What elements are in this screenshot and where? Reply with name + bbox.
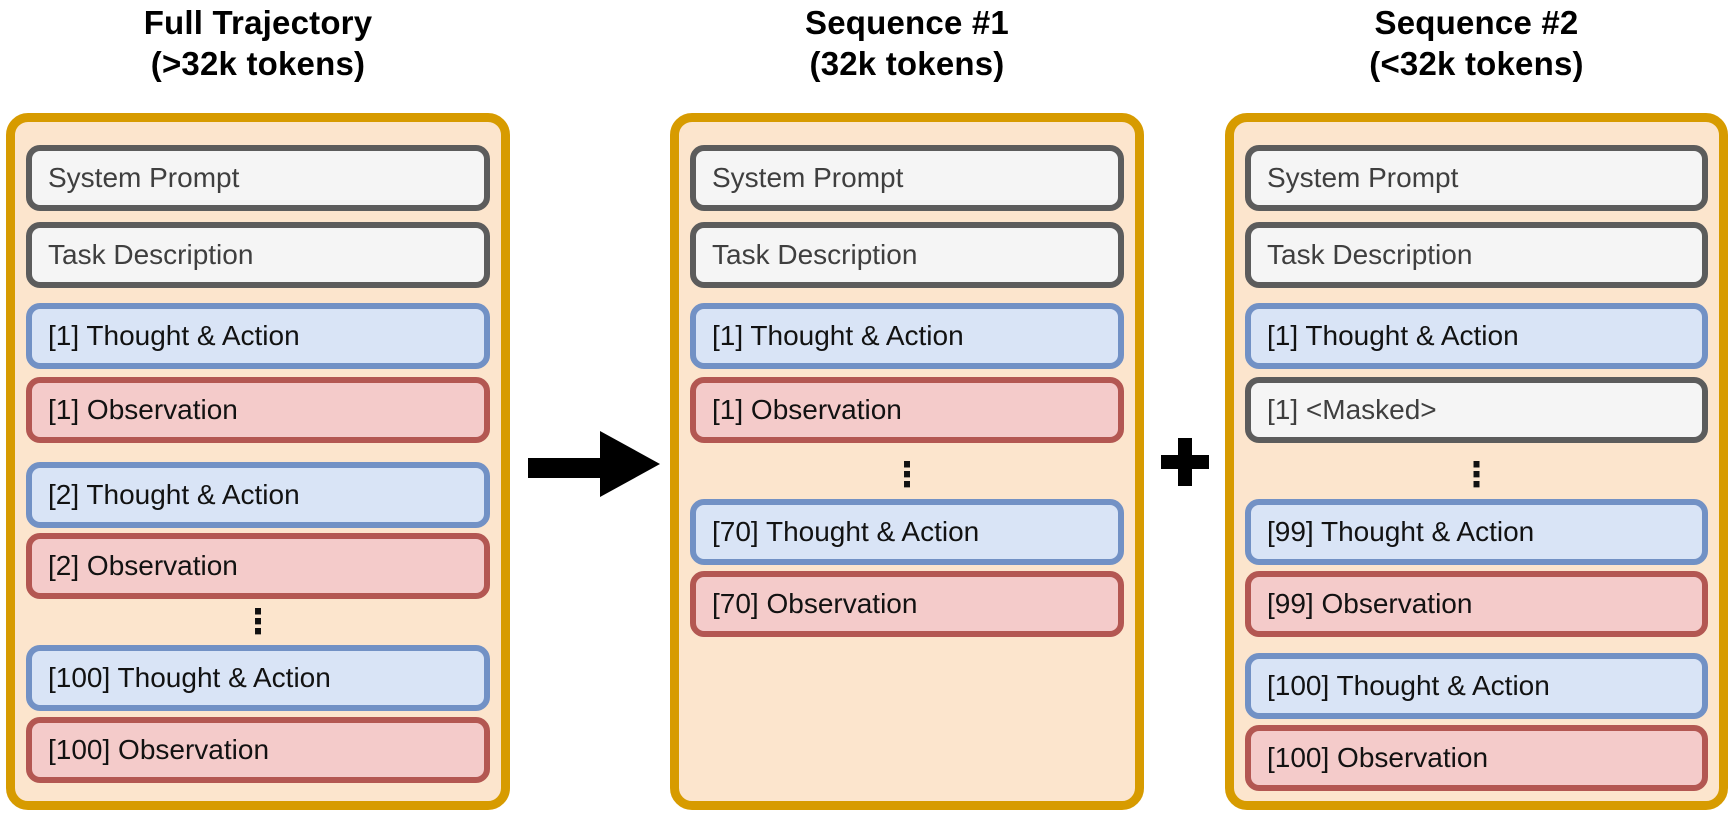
title-line1: Full Trajectory: [143, 4, 373, 41]
title-line1: Sequence #1: [805, 4, 1009, 41]
box-thought-action-1: [1] Thought & Action: [26, 303, 490, 369]
box-system-prompt: System Prompt: [1245, 145, 1708, 211]
arrow-right-icon: [528, 431, 660, 497]
panel-title-full-trajectory: Full Trajectory (>32k tokens): [6, 2, 510, 84]
plus-icon: [1161, 438, 1209, 486]
box-observation-1: [1] Observation: [26, 377, 490, 443]
title-line2: (>32k tokens): [150, 45, 366, 82]
box-thought-action-100: [100] Thought & Action: [26, 645, 490, 711]
box-observation-70: [70] Observation: [690, 571, 1124, 637]
title-line1: Sequence #2: [1374, 4, 1579, 41]
box-observation-2: [2] Observation: [26, 533, 490, 599]
panel-title-sequence-1: Sequence #1 (32k tokens): [670, 2, 1144, 84]
vertical-ellipsis-icon: ⋮: [1459, 455, 1494, 495]
box-system-prompt: System Prompt: [690, 145, 1124, 211]
box-thought-action-100: [100] Thought & Action: [1245, 653, 1708, 719]
box-observation-100: [100] Observation: [26, 717, 490, 783]
panel-title-sequence-2: Sequence #2 (<32k tokens): [1225, 2, 1728, 84]
box-masked-observation-1: [1] <Masked>: [1245, 377, 1708, 443]
box-system-prompt: System Prompt: [26, 145, 490, 211]
box-thought-action-70: [70] Thought & Action: [690, 499, 1124, 565]
box-thought-action-1: [1] Thought & Action: [1245, 303, 1708, 369]
box-observation-99: [99] Observation: [1245, 571, 1708, 637]
panel-full-trajectory: System Prompt Task Description [1] Thoug…: [6, 113, 510, 810]
title-line2: (32k tokens): [809, 45, 1005, 82]
box-thought-action-1: [1] Thought & Action: [690, 303, 1124, 369]
panel-sequence-2: System Prompt Task Description [1] Thoug…: [1225, 113, 1728, 810]
box-task-description: Task Description: [26, 222, 490, 288]
panel-sequence-1: System Prompt Task Description [1] Thoug…: [670, 113, 1144, 810]
box-thought-action-99: [99] Thought & Action: [1245, 499, 1708, 565]
box-task-description: Task Description: [1245, 222, 1708, 288]
box-thought-action-2: [2] Thought & Action: [26, 462, 490, 528]
box-observation-100: [100] Observation: [1245, 725, 1708, 791]
title-line2: (<32k tokens): [1369, 45, 1584, 82]
vertical-ellipsis-icon: ⋮: [241, 602, 275, 642]
vertical-ellipsis-icon: ⋮: [890, 455, 924, 495]
box-observation-1: [1] Observation: [690, 377, 1124, 443]
box-task-description: Task Description: [690, 222, 1124, 288]
